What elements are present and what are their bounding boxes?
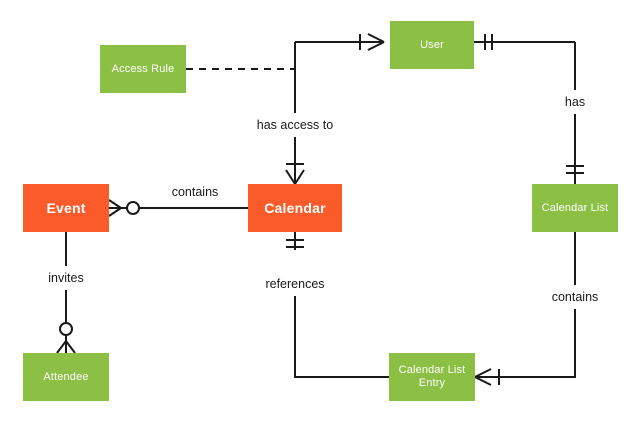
entity-attendee[interactable]: Attendee (23, 353, 109, 401)
entity-event[interactable]: Event (23, 184, 109, 232)
entity-access-rule-label: Access Rule (111, 62, 175, 75)
cardinality-calendar-list-top-one-only-one (566, 165, 584, 174)
entity-access-rule[interactable]: Access Rule (100, 45, 186, 93)
crowfoot-attendee-top (56, 322, 76, 354)
crowfoot-event-right (108, 199, 140, 217)
connector-contains-list-lower (475, 309, 576, 378)
cardinality-user-right-one-only-one (474, 34, 575, 50)
relationship-label-contains-list-entry: contains (551, 289, 599, 304)
entity-calendar-list[interactable]: Calendar List (532, 184, 618, 232)
entity-calendar-list-label: Calendar List (541, 201, 609, 214)
entity-event-label: Event (46, 199, 86, 216)
relationship-label-has: has (564, 94, 586, 109)
entity-calendar[interactable]: Calendar (248, 184, 342, 232)
cardinality-calendar-bottom-one-only-one (286, 232, 304, 250)
entity-user[interactable]: User (390, 21, 474, 69)
connector-references (294, 296, 389, 378)
entity-calendar-list-entry-label: Calendar List Entry (398, 364, 466, 389)
entity-user-label: User (420, 38, 444, 51)
crowfoot-user-left (295, 33, 385, 51)
relationship-label-contains-event-calendar: contains (171, 184, 219, 199)
entity-attendee-label: Attendee (43, 370, 89, 383)
relationship-label-references: references (265, 276, 325, 291)
relationship-label-has-access-to: has access to (256, 117, 334, 132)
relationship-label-invites: invites (48, 270, 84, 285)
entity-calendar-list-entry[interactable]: Calendar List Entry (389, 353, 475, 401)
crowfoot-calendar-list-entry-right (474, 368, 500, 386)
crowfoot-calendar-top (285, 163, 305, 185)
entity-calendar-label: Calendar (264, 199, 326, 216)
